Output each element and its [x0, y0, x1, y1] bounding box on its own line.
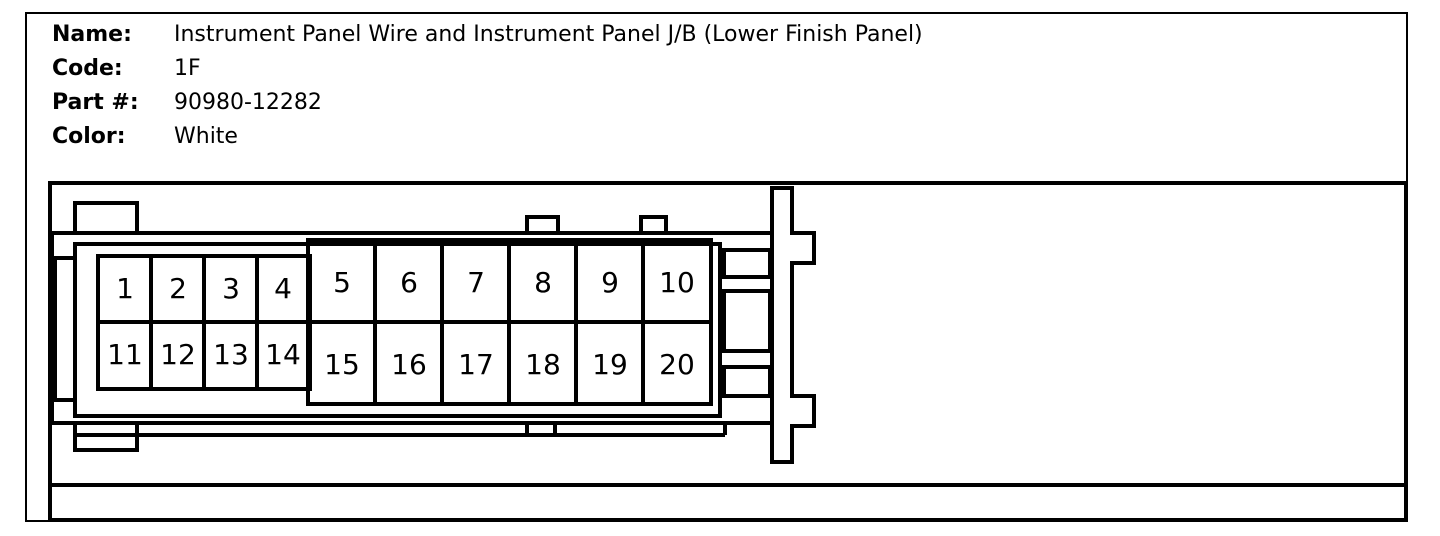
- pin-16: 16: [391, 348, 427, 381]
- pin-12: 12: [160, 338, 196, 371]
- housing-left-strip: [53, 256, 77, 402]
- color-value: White: [174, 124, 238, 149]
- pin-2: 2: [169, 272, 187, 305]
- pin-9: 9: [601, 266, 619, 299]
- pin-17: 17: [458, 348, 494, 381]
- name-label: Name:: [52, 22, 132, 47]
- housing-body: [50, 231, 774, 425]
- top-tab-left: [525, 215, 560, 233]
- part-number-label: Part #:: [52, 90, 139, 115]
- pin-11: 11: [107, 338, 143, 371]
- pin-1: 1: [116, 272, 134, 305]
- pin-19: 19: [592, 348, 628, 381]
- pin-20: 20: [659, 348, 695, 381]
- pin-8: 8: [534, 266, 552, 299]
- pin-4: 4: [274, 272, 292, 305]
- pin-6: 6: [400, 266, 418, 299]
- right-slot-top: [722, 248, 772, 279]
- pin-14: 14: [265, 338, 301, 371]
- top-tab-right: [639, 215, 668, 233]
- name-value: Instrument Panel Wire and Instrument Pan…: [174, 22, 923, 47]
- pin-5: 5: [333, 266, 351, 299]
- code-value: 1F: [174, 56, 201, 81]
- pin-15: 15: [324, 348, 360, 381]
- right-lock-flange: [770, 186, 816, 464]
- top-left-latch: [73, 201, 139, 233]
- pin-18: 18: [525, 348, 561, 381]
- color-label: Color:: [52, 124, 126, 149]
- pin-13: 13: [213, 338, 249, 371]
- pin-3: 3: [222, 272, 240, 305]
- part-number-value: 90980-12282: [174, 90, 322, 115]
- pin-7: 7: [467, 266, 485, 299]
- right-slot-bottom: [722, 365, 772, 398]
- right-slot-middle: [722, 289, 772, 353]
- code-label: Code:: [52, 56, 123, 81]
- pin-10: 10: [659, 266, 695, 299]
